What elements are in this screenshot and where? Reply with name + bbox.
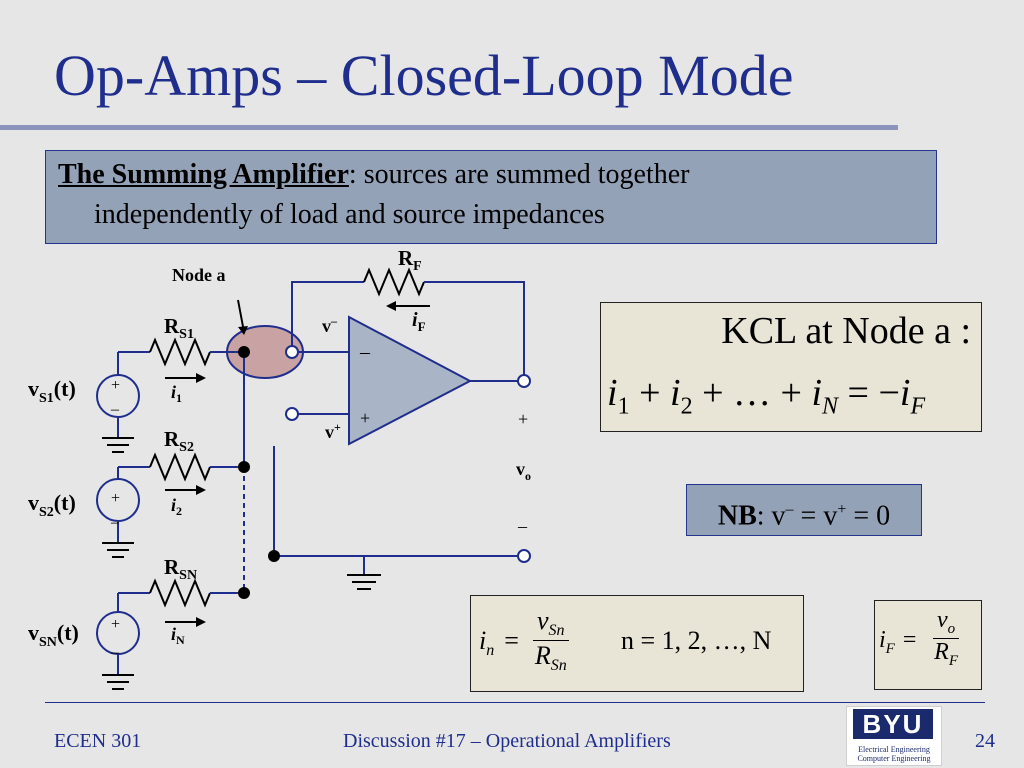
footer-topic: Discussion #17 – Operational Amplifiers (343, 730, 671, 752)
vsn-label: vSN(t) (28, 620, 79, 650)
i2-label: i2 (171, 495, 182, 518)
if-arrowhead (386, 301, 396, 311)
rs2-label: RS2 (164, 427, 194, 455)
ground-node-dot (268, 550, 280, 562)
opamp-triangle (348, 315, 473, 446)
noninverting-terminal (285, 407, 299, 421)
logo-wordmark: BYU (853, 709, 933, 739)
node-a-arrowhead (238, 326, 248, 335)
logo-line-1: Electrical Engineering (858, 745, 930, 754)
footer-divider (45, 702, 985, 703)
description-box: The Summing Amplifier: sources are summe… (45, 150, 937, 244)
in-range: n = 1, 2, …, N (621, 626, 772, 655)
resistor-rsn (149, 578, 211, 608)
output-terminal-minus (517, 549, 531, 563)
vs2-plus: + (111, 490, 120, 507)
description-text-1: : sources are summed together (348, 159, 690, 190)
rs1-label: RS1 (164, 314, 194, 342)
rsn-label: RSN (164, 555, 197, 583)
if-fraction: vo RF (933, 607, 960, 669)
output-minus-label: – (517, 516, 528, 536)
title-divider (0, 125, 898, 130)
node-dot-n (238, 587, 250, 599)
if-formula-box: iF= vo RF (874, 600, 982, 690)
resistor-rs1 (149, 337, 211, 367)
ground-return-wire (273, 446, 520, 557)
vs2-label: vS2(t) (28, 490, 76, 520)
v-plus-label: v+ (325, 420, 341, 442)
vsn-minus: – (110, 644, 120, 661)
node-a-dot (238, 346, 250, 358)
rf-label: RF (398, 246, 422, 274)
description-line-2: independently of load and source impedan… (94, 199, 605, 230)
inverting-terminal (285, 345, 299, 359)
kcl-equation-box: KCL at Node a : i1 + i2 + … + iN = −iF (600, 302, 982, 432)
i2-arrowhead (196, 485, 206, 495)
opamp-minus-sign: – (359, 341, 371, 363)
resistor-rf (363, 267, 425, 297)
i1-label: i1 (171, 382, 182, 405)
node-a-label: Node a (172, 265, 226, 285)
kcl-title: KCL at Node a : (721, 310, 971, 352)
nb-note: NB: v– = v+ = 0 (686, 484, 922, 536)
vo-label: vo (516, 459, 531, 483)
iN-arrowhead (196, 617, 206, 627)
v-minus-label: v– (322, 314, 338, 336)
iN-label: iN (171, 624, 185, 647)
output-terminal-plus (517, 374, 531, 388)
description-line-1: The Summing Amplifier: sources are summe… (58, 159, 689, 191)
feedback-wire-left (291, 281, 364, 352)
footer-course: ECEN 301 (54, 730, 142, 752)
nb-label: NB (717, 500, 757, 532)
in-lhs: in= (479, 626, 519, 660)
vs1-label: vS1(t) (28, 376, 76, 406)
output-plus-label: + (518, 409, 528, 429)
slide-title: Op-Amps – Closed-Loop Mode (54, 43, 794, 108)
vs1-minus: – (110, 401, 120, 418)
page-number: 24 (975, 730, 995, 752)
opamp-plus-sign: + (360, 408, 370, 428)
vs2-minus: – (110, 514, 120, 531)
in-fraction: vSn RSn (533, 606, 569, 675)
if-label: iF (412, 309, 426, 334)
description-term: The Summing Amplifier (58, 159, 349, 190)
logo-line-2: Computer Engineering (857, 754, 931, 763)
if-lhs: iF= (879, 627, 917, 657)
vsn-plus: + (111, 616, 120, 633)
resistor-rs2 (149, 452, 211, 482)
node-dot-2 (238, 461, 250, 473)
byu-logo: BYU Electrical Engineering Computer Engi… (846, 706, 942, 766)
feedback-wire-right (424, 281, 525, 381)
vs1-plus: + (111, 377, 120, 394)
in-formula-box: in= vSn RSn n = 1, 2, …, N (470, 595, 804, 692)
i1-arrowhead (196, 373, 206, 383)
kcl-equation: i1 + i2 + … + iN = −iF (607, 372, 926, 420)
